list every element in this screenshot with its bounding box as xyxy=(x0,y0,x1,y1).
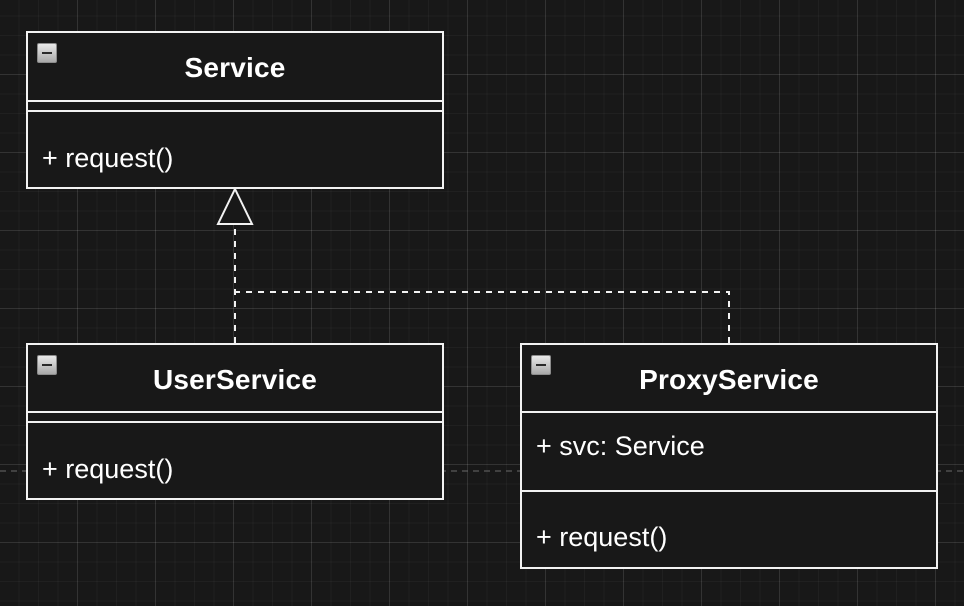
collapse-toggle-icon[interactable] xyxy=(37,43,57,63)
collapse-toggle-icon[interactable] xyxy=(37,355,57,375)
collapse-toggle-icon[interactable] xyxy=(531,355,551,375)
attribute-compartment xyxy=(28,413,442,423)
class-name: Service xyxy=(184,52,286,83)
class-name: UserService xyxy=(152,364,318,395)
attribute-compartment xyxy=(28,102,442,112)
operation: + request() xyxy=(42,454,174,484)
class-header: UserService xyxy=(28,345,442,413)
class-service[interactable]: Service + request() xyxy=(26,31,444,189)
class-header: Service xyxy=(28,33,442,102)
class-proxyservice[interactable]: ProxyService + svc: Service + request() xyxy=(520,343,938,569)
class-userservice[interactable]: UserService + request() xyxy=(26,343,444,500)
class-name: ProxyService xyxy=(639,364,819,395)
compartment-divider xyxy=(522,490,936,492)
operation: + request() xyxy=(42,143,174,173)
realization-edge-proxyservice[interactable] xyxy=(235,291,730,343)
operation: + request() xyxy=(536,522,668,552)
realization-arrowhead xyxy=(216,186,254,225)
attribute: + svc: Service xyxy=(536,431,705,461)
class-header: ProxyService xyxy=(522,345,936,413)
